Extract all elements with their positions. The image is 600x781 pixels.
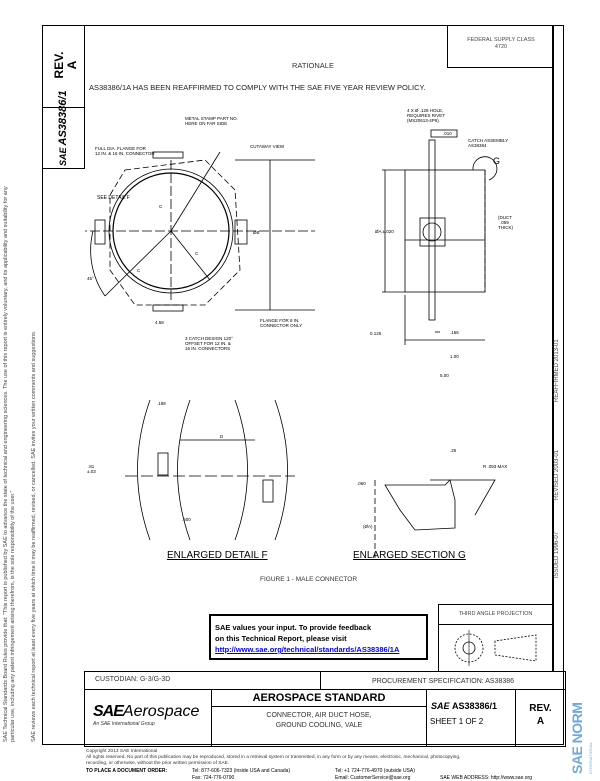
- footer: Copyright 2013 SAE International All rig…: [86, 749, 461, 767]
- svg-text:.010: .010: [443, 131, 452, 136]
- revised-date: REVISED 2003-01: [554, 449, 560, 500]
- order-contact: Tel: +1 724-776-4970 (outside USA)Email:…: [335, 768, 415, 781]
- technical-drawing: METAL STAMP PART NO.HERE ON FAR SIDE FUL…: [85, 108, 514, 583]
- svg-text:C: C: [137, 268, 141, 273]
- svg-text:METAL STAMP PART NO.HERE ON FA: METAL STAMP PART NO.HERE ON FAR SIDE: [185, 116, 238, 126]
- svg-text:CUTAWAY VIEW: CUTAWAY VIEW: [250, 144, 285, 149]
- projection-label-box: THIRD ANGLE PROJECTION: [438, 604, 553, 625]
- watermark-logo: SAE NORM: [569, 702, 585, 774]
- feedback-box: SAE values your input. To provide feedba…: [209, 614, 428, 660]
- detail-f-view: [125, 399, 295, 541]
- svg-text:C: C: [195, 251, 199, 256]
- document-frame: [42, 25, 564, 745]
- figure-caption: FIGURE 1 - MALE CONNECTOR: [260, 576, 357, 583]
- svg-text:R .093 MAX: R .093 MAX: [483, 464, 507, 469]
- sae-review-text: SAE reviews each technical report at lea…: [31, 330, 37, 742]
- svg-text:4.58: 4.58: [155, 320, 164, 325]
- federal-supply-class-box: FEDERAL SUPPLY CLASS 4720: [447, 25, 554, 68]
- connector-front-view: [85, 151, 315, 312]
- doc-number-vertical: SAEAS38386/1: [57, 90, 69, 166]
- rev-cell: REV. A: [515, 689, 566, 747]
- watermark-subtitle: INTERNATIONAL: [588, 742, 593, 774]
- doc-number-cell: SAE AS38386/1 SHEET 1 OF 2: [426, 689, 516, 747]
- projection-symbol-box: [438, 624, 553, 672]
- feedback-link[interactable]: http://www.sae.org/technical/standards/A…: [215, 645, 400, 654]
- svg-text:4 X Ø .128 HOLE,REQUIRES RIVET: 4 X Ø .128 HOLE,REQUIRES RIVET(MS20613-4…: [407, 108, 445, 123]
- drawing-labels: METAL STAMP PART NO.HERE ON FAR SIDE FUL…: [87, 108, 514, 583]
- svg-text:(ØA): (ØA): [363, 524, 373, 529]
- svg-text:.500: .500: [182, 517, 191, 522]
- reaffirmed-date: REAFFIRMED 2013-01: [554, 339, 560, 402]
- rev-vertical: REV. A: [52, 51, 79, 79]
- svg-text:G: G: [493, 156, 500, 166]
- svg-text:D: D: [220, 434, 224, 439]
- svg-text:C: C: [159, 204, 163, 209]
- third-angle-projection-icon: [454, 630, 537, 666]
- right-strip-divider: [552, 25, 554, 671]
- rationale-title: RATIONALE: [292, 61, 334, 70]
- order-phone: Tel: 877-606-7323 (inside USA and Canada…: [192, 768, 291, 781]
- sae-web-address[interactable]: SAE WEB ADDRESS: http://www.sae.org: [440, 774, 532, 781]
- svg-text:ØA ±.020: ØA ±.020: [375, 229, 394, 234]
- procurement-cell: PROCUREMENT SPECIFICATION: AS38386: [320, 671, 566, 690]
- svg-text:0.125: 0.125: [370, 331, 382, 336]
- svg-text:.156: .156: [450, 330, 459, 335]
- svg-text:SEE DETAIL F: SEE DETAIL F: [97, 195, 130, 201]
- svg-text:.188: .188: [157, 401, 166, 406]
- svg-text:45°: 45°: [87, 276, 94, 281]
- svg-text:1.00: 1.00: [450, 354, 459, 359]
- standard-type-cell: AEROSPACE STANDARD: [211, 689, 427, 707]
- sae-aerospace-logo: SAEAerospace An SAE International Group: [84, 689, 212, 747]
- rationale-text: AS38386/1A HAS BEEN REAFFIRMED TO COMPLY…: [89, 83, 426, 92]
- custodian-cell: CUSTODIAN: G-3/G-3D: [84, 671, 321, 690]
- detail-f-title: ENLARGED DETAIL F: [167, 550, 268, 561]
- svg-text:.060: .060: [357, 481, 366, 486]
- issued-date: ISSUED 1996-07: [554, 531, 560, 578]
- section-g-title: ENLARGED SECTION G: [353, 550, 466, 561]
- order-label: TO PLACE A DOCUMENT ORDER:: [86, 768, 168, 774]
- section-g-view: [374, 479, 496, 560]
- doc-number-box: SAEAS38386/1: [42, 90, 85, 169]
- svg-text:ØB: ØB: [253, 230, 260, 235]
- svg-text:FLANGE FOR 8 IN.CONNECTOR ONLY: FLANGE FOR 8 IN.CONNECTOR ONLY: [260, 318, 302, 328]
- svg-text:5.00: 5.00: [440, 373, 449, 378]
- connector-side-view: [382, 129, 498, 345]
- svg-text:.81±.03: .81±.03: [87, 464, 96, 474]
- document-title-cell: CONNECTOR, AIR DUCT HOSE, GROUND COOLING…: [211, 706, 427, 747]
- svg-text:.25: .25: [450, 448, 457, 453]
- sae-rules-text: SAE Technical Standards Board Rules prov…: [3, 186, 16, 742]
- svg-text:3 CATCH DESIGN 120°OFFSET FOR: 3 CATCH DESIGN 120°OFFSET FOR 12 IN. &16…: [185, 336, 233, 351]
